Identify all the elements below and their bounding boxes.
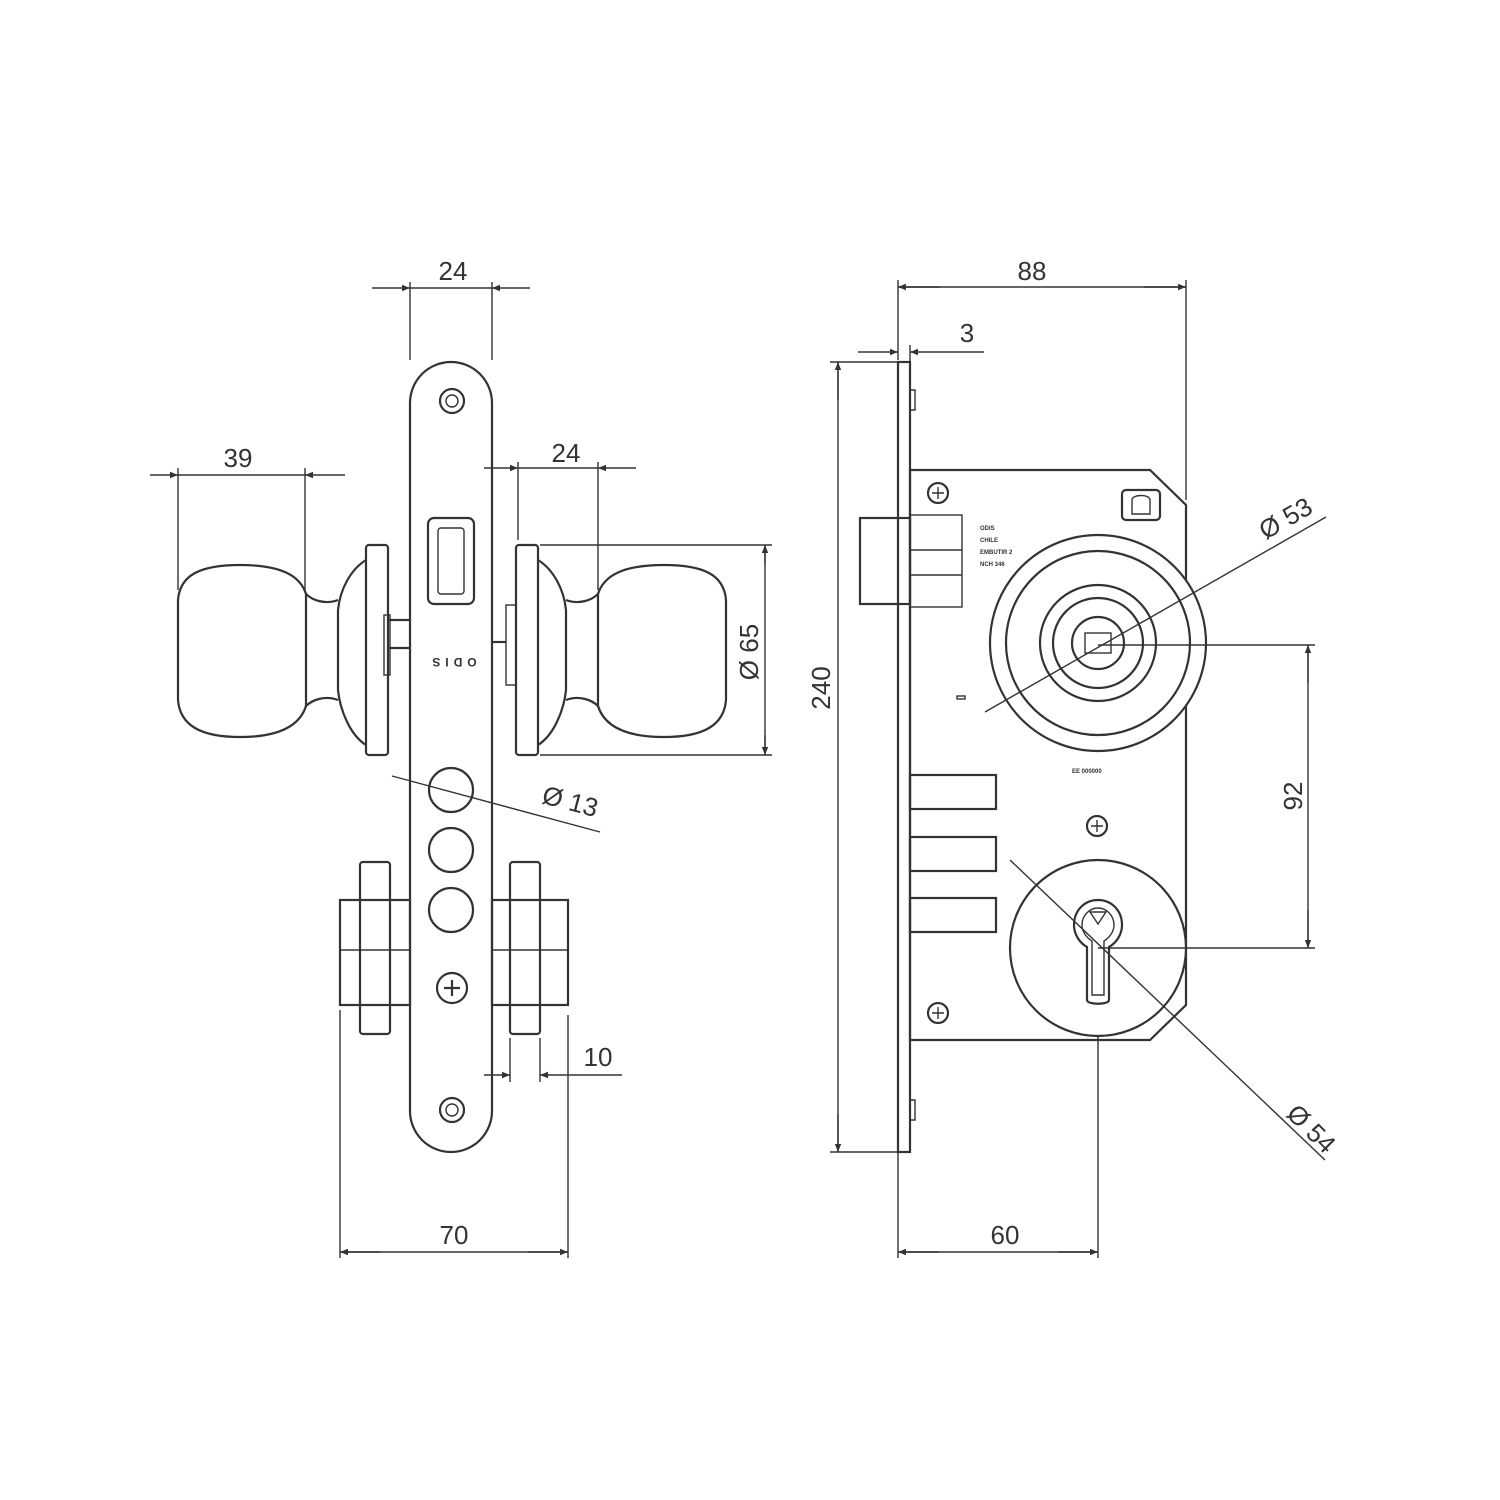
cylinder-roses — [338, 860, 570, 1036]
svg-text:EMBUTIR 2: EMBUTIR 2 — [980, 550, 1013, 556]
side-view: ODIS — [150, 256, 772, 1258]
svg-text:Ø 53: Ø 53 — [1254, 491, 1318, 545]
brand-logo-icon — [1120, 488, 1162, 522]
front-latch — [858, 516, 912, 606]
left-knob — [176, 543, 410, 757]
top-screw-hole — [438, 387, 466, 415]
dim-follower-hole: Ø 13 — [391, 775, 601, 833]
svg-text:Ø 65: Ø 65 — [734, 624, 764, 680]
svg-text:24: 24 — [552, 438, 581, 468]
dim-knob-depth: 39 — [150, 443, 345, 590]
dim-height: 240 — [806, 361, 898, 1153]
follower-hole — [427, 766, 475, 814]
latch-bolt — [426, 516, 476, 606]
svg-text:39: 39 — [224, 443, 253, 473]
dim-faceplate-thickness: 3 — [858, 318, 984, 362]
follower-hole — [427, 826, 475, 874]
dim-backset: 60 — [897, 1036, 1099, 1258]
svg-text:CHILE: CHILE — [980, 538, 998, 544]
svg-text:Ø 54: Ø 54 — [1281, 1098, 1342, 1159]
knob-rose — [988, 533, 1208, 753]
serial-number: EE 000000 — [1072, 769, 1102, 775]
svg-text:3: 3 — [960, 318, 974, 348]
front-view: ODIS CHILE EMBUTIR 2 NCH 346 — [806, 256, 1342, 1258]
svg-text:ODIS: ODIS — [980, 526, 995, 532]
svg-text:Ø 13: Ø 13 — [539, 780, 601, 824]
bottom-screw-hole — [438, 1096, 466, 1124]
front-faceplate — [896, 360, 912, 1154]
svg-text:88: 88 — [1018, 256, 1047, 286]
faceplate-screw-icon — [435, 971, 469, 1005]
right-knob — [492, 543, 728, 757]
deadbolts — [908, 773, 998, 934]
dim-rose-thickness: 10 — [484, 1038, 622, 1082]
dim-center-distance: 92 — [1098, 644, 1315, 949]
svg-text:240: 240 — [806, 666, 836, 709]
svg-text:92: 92 — [1278, 782, 1308, 811]
svg-text:70: 70 — [440, 1220, 469, 1250]
svg-text:60: 60 — [991, 1220, 1020, 1250]
brand-text: ODIS — [427, 655, 476, 669]
product-label: ODIS CHILE EMBUTIR 2 NCH 346 — [980, 526, 1013, 568]
faceplate — [408, 360, 494, 1154]
svg-text:NCH 346: NCH 346 — [980, 562, 1005, 568]
case-screw-icon — [926, 481, 1109, 1025]
lock-case — [908, 468, 1188, 1042]
svg-text:10: 10 — [584, 1042, 613, 1072]
follower-hole — [427, 886, 475, 934]
dim-rose-to-knob: 24 — [484, 438, 636, 590]
svg-text:24: 24 — [439, 256, 468, 286]
dim-overall-depth: 70 — [339, 1010, 569, 1258]
dim-case-depth: 88 — [897, 256, 1187, 500]
dim-faceplate-width: 24 — [372, 256, 530, 360]
dim-knob-diameter: Ø 65 — [540, 544, 772, 756]
keyhole-icon — [1072, 898, 1124, 1005]
